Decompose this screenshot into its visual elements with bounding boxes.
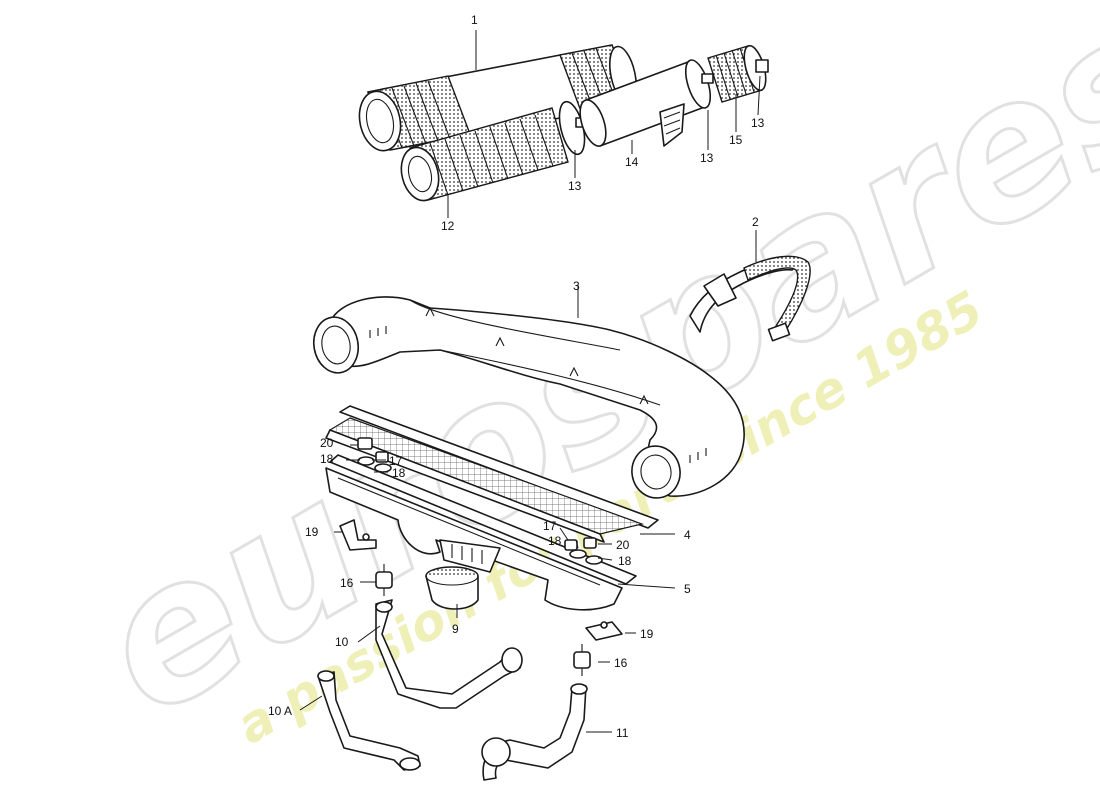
callout-5[interactable]: 5 [684, 582, 691, 596]
callout-14[interactable]: 14 [625, 155, 639, 169]
part-9-seal[interactable] [425, 566, 479, 610]
part-19-bracket-right[interactable] [585, 621, 623, 641]
callout-17-right[interactable]: 17 [543, 519, 557, 533]
part-10a-bracket[interactable] [317, 670, 421, 771]
callouts: 1 2 3 4 5 9 10 10 A 11 12 13 13 13 14 15… [268, 13, 765, 740]
callout-18-d[interactable]: 18 [618, 554, 632, 568]
callout-20-right[interactable]: 20 [616, 538, 630, 552]
part-16-mount-right[interactable] [573, 644, 591, 676]
part-13-clamp-end[interactable] [755, 59, 769, 73]
hardware-nuts-right[interactable] [564, 537, 603, 565]
part-13-clamp-right[interactable] [681, 57, 715, 111]
callout-18-b[interactable]: 18 [392, 466, 406, 480]
callout-13-mid[interactable]: 13 [700, 151, 714, 165]
callout-19-left[interactable]: 19 [305, 525, 319, 539]
callout-10[interactable]: 10 [335, 635, 349, 649]
callout-2[interactable]: 2 [752, 215, 759, 229]
callout-10a[interactable]: 10 A [268, 704, 292, 718]
callout-4[interactable]: 4 [684, 528, 691, 542]
callout-16-right[interactable]: 16 [614, 656, 628, 670]
part-3-duct[interactable] [309, 296, 745, 502]
part-2-strap[interactable] [689, 255, 811, 342]
callout-9[interactable]: 9 [452, 622, 459, 636]
callout-19-right[interactable]: 19 [640, 627, 654, 641]
part-1-hose[interactable] [354, 44, 641, 154]
callout-16-left[interactable]: 16 [340, 576, 354, 590]
part-4-filter[interactable] [325, 405, 659, 543]
leader-lines [299, 30, 761, 733]
part-19-bracket-left[interactable] [339, 519, 377, 551]
part-11-bracket[interactable] [481, 683, 588, 781]
part-10-bracket[interactable] [375, 599, 523, 709]
part-5-housing[interactable] [325, 454, 637, 611]
callout-12[interactable]: 12 [441, 219, 455, 233]
callout-3[interactable]: 3 [573, 279, 580, 293]
callout-11[interactable]: 11 [616, 726, 629, 740]
callout-13-right[interactable]: 13 [751, 116, 765, 130]
callout-17-left[interactable]: 17 [389, 454, 403, 468]
callout-18-a[interactable]: 18 [320, 452, 334, 466]
callout-1[interactable]: 1 [471, 13, 478, 27]
callout-20-left[interactable]: 20 [320, 436, 334, 450]
callout-18-c[interactable]: 18 [548, 534, 562, 548]
part-16-mount-left[interactable] [375, 564, 393, 596]
part-12-hose[interactable] [396, 107, 569, 205]
callout-13-left[interactable]: 13 [568, 179, 582, 193]
part-15-bellows[interactable] [707, 43, 770, 103]
callout-15[interactable]: 15 [729, 133, 743, 147]
